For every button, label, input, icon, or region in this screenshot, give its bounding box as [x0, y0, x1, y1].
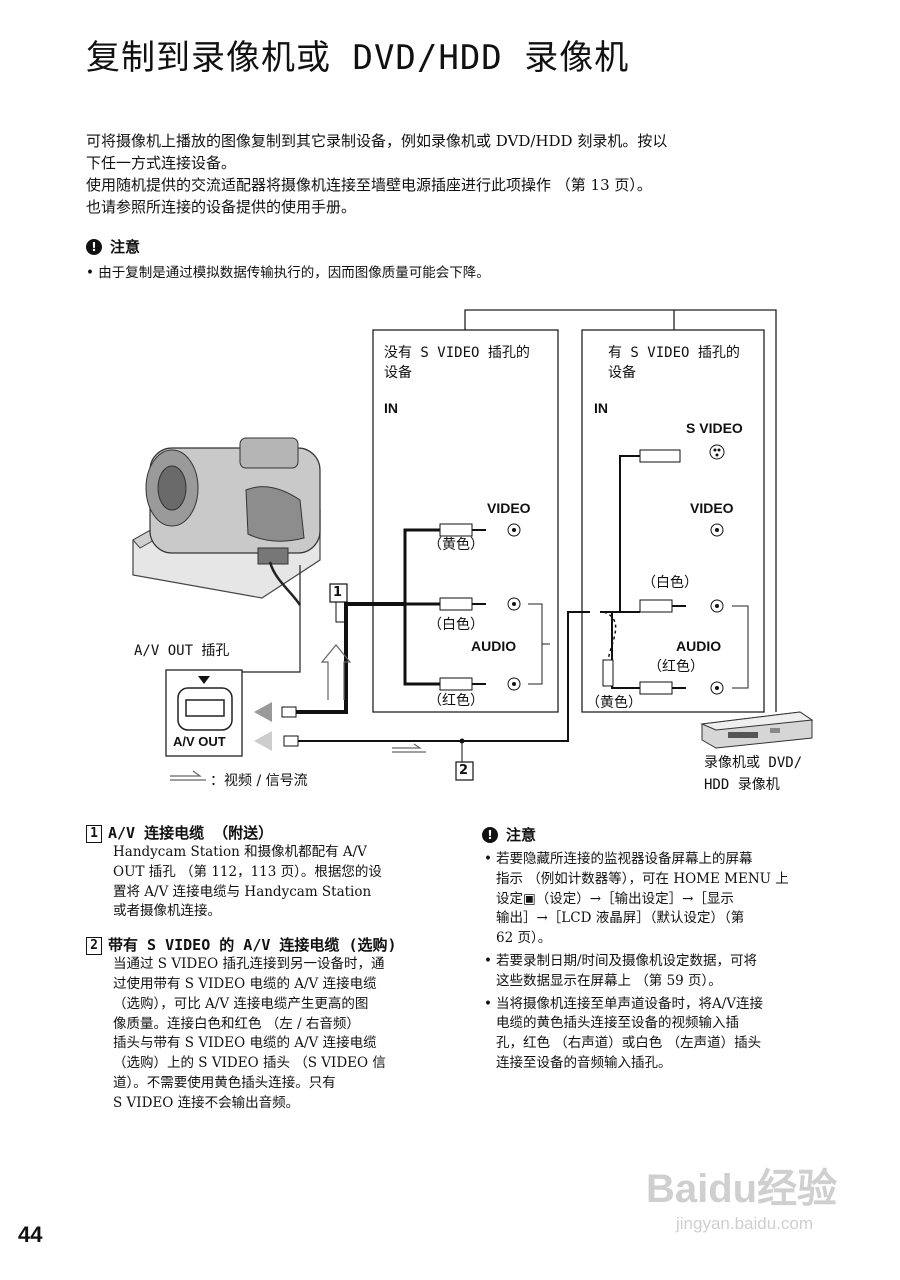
caution-note: 若要隐藏所连接的监视器设备屏幕上的屏幕 指示 （例如计数器等），可在 HOME … — [482, 850, 842, 949]
item-line: （选购）上的 S VIDEO 插头 （S VIDEO 信 — [113, 1055, 386, 1072]
intro-line: 使用随机提供的交流适配器将摄像机连接至墙壁电源插座进行此项操作 （第 13 页）… — [86, 176, 652, 194]
device-svideo-title2: 设备 — [608, 365, 636, 381]
marker-2: 2 — [459, 763, 469, 778]
av-out-jack-label: A/V OUT 插孔 — [134, 643, 230, 659]
label-audio-left: AUDIO — [471, 638, 517, 654]
caution-heading-text: 注意 — [110, 238, 141, 256]
item-number: 2 — [86, 936, 102, 955]
recorder-illustration — [700, 711, 814, 749]
item-line: 置将 A/V 连接电缆与 Handycam Station — [113, 883, 372, 900]
caution-heading-top: ! 注意 — [86, 236, 140, 257]
intro-line: 可将摄像机上播放的图像复制到其它录制设备，例如录像机或 DVD/HDD 刻录机。… — [86, 132, 668, 150]
note-line: 当将摄像机连接至单声道设备时，将A/V连接 — [496, 995, 764, 1012]
intro-paragraph: 可将摄像机上播放的图像复制到其它录制设备，例如录像机或 DVD/HDD 刻录机。… — [86, 130, 667, 218]
note-line: 输出］→［LCD 液晶屏］（默认设定）（第 — [496, 910, 745, 927]
recorder-label1: 录像机或 DVD/ — [704, 755, 803, 771]
note-line: 设定▣（设定）→［输出设定］→［显示 — [496, 890, 734, 907]
item-number: 1 — [86, 824, 102, 843]
device-svideo-in: IN — [594, 400, 608, 416]
note-line: 若要录制日期/时间及摄像机设定数据，可将 — [496, 952, 758, 969]
note-line: 连接至设备的音频输入插孔。 — [496, 1054, 672, 1071]
label-video-right: VIDEO — [690, 500, 734, 516]
item-1: 1 A/V 连接电缆 （附送） Handycam Station 和摄像机都配有 … — [86, 822, 446, 922]
label-yellow-left: （黄色） — [428, 537, 484, 553]
baidu-watermark: Baidu经验 jingyan.baidu.com — [646, 1156, 837, 1234]
item-line: 过使用带有 S VIDEO 电缆的 A/V 连接电缆 — [113, 975, 377, 992]
caution-bullet-top: • 由于复制是通过模拟数据传输执行的，因而图像质量可能会下降。 — [86, 265, 490, 281]
item-line: 像质量。连接白色和红色 （左 / 右音频） — [113, 1015, 360, 1032]
item-line: 或者摄像机连接。 — [113, 903, 221, 920]
intro-line: 也请参照所连接的设备提供的使用手册。 — [86, 198, 357, 216]
note-line: 62 页）。 — [496, 930, 552, 947]
note-line: 指示 （例如计数器等），可在 HOME MENU 上 — [496, 870, 789, 887]
label-red-left: （红色） — [428, 693, 484, 709]
device-no-svideo-in: IN — [384, 400, 398, 416]
caution-bullet-text: 由于复制是通过模拟数据传输执行的，因而图像质量可能会下降。 — [98, 265, 490, 281]
label-audio-right: AUDIO — [676, 638, 722, 654]
label-svideo: S VIDEO — [686, 420, 743, 436]
item-line: S VIDEO 连接不会输出音频。 — [113, 1094, 300, 1111]
note-line: 孔，红色 （右声道）或白色 （左声道）插头 — [496, 1035, 762, 1052]
device-box-svideo — [581, 329, 765, 713]
label-white-left: （白色） — [428, 617, 484, 633]
caution-note: 当将摄像机连接至单声道设备时，将A/V连接 电缆的黄色插头连接至设备的视频输入插… — [482, 995, 842, 1074]
item-line: 插头与带有 S VIDEO 电缆的 A/V 连接电缆 — [113, 1035, 377, 1052]
frame-line — [464, 309, 777, 712]
item-2: 2 带有 S VIDEO 的 A/V 连接电缆 (选购) 当通过 S VIDEO … — [86, 934, 446, 1113]
marker-1: 1 — [333, 585, 343, 600]
camcorder-illustration — [132, 437, 321, 606]
caution-heading-text: 注意 — [506, 826, 537, 844]
rca-plugs-right — [639, 599, 686, 695]
item-list: 1 A/V 连接电缆 （附送） Handycam Station 和摄像机都配有 … — [86, 822, 446, 1114]
caution-icon: ! — [482, 826, 498, 843]
item-line: 当通过 S VIDEO 插孔连接到另一设备时，通 — [113, 956, 385, 973]
item-line: 道）。不需要使用黄色插头连接。只有 — [113, 1074, 336, 1091]
note-line: 电缆的黄色插头连接至设备的视频输入插 — [496, 1015, 739, 1032]
av-out-panel-label: A/V OUT — [173, 734, 226, 749]
caution-note: 若要录制日期/时间及摄像机设定数据，可将 这些数据显示在屏幕上 （第 59 页）… — [482, 952, 842, 992]
item-heading: A/V 连接电缆 （附送） — [108, 824, 274, 842]
watermark-brand: Baidu经验 — [646, 1167, 838, 1211]
item-line: Handycam Station 和摄像机都配有 A/V — [113, 844, 367, 860]
intro-line: 下任一方式连接设备。 — [86, 154, 237, 172]
caution-icon: ! — [86, 238, 102, 255]
device-no-svideo-title1: 没有 S VIDEO 插孔的 — [384, 345, 530, 361]
recorder-label2: HDD 录像机 — [704, 777, 780, 793]
label-video-left: VIDEO — [487, 500, 531, 516]
av-out-panel — [165, 669, 243, 757]
rca-jacks-left — [507, 523, 521, 691]
item-line: （选购），可比 A/V 连接电缆产生更高的图 — [113, 995, 369, 1012]
device-box-no-svideo — [372, 329, 559, 713]
page-number: 44 — [18, 1222, 43, 1247]
caution-notes-right: 若要隐藏所连接的监视器设备屏幕上的屏幕 指示 （例如计数器等），可在 HOME … — [482, 850, 842, 1077]
jacks-right — [709, 444, 725, 695]
caution-heading-right: ! 注意 — [482, 824, 536, 845]
note-line: 若要隐藏所连接的监视器设备屏幕上的屏幕 — [496, 851, 753, 867]
rca-plugs-left — [439, 523, 486, 691]
label-white-right: （白色） — [642, 575, 698, 591]
label-red-right: （红色） — [648, 659, 704, 675]
device-no-svideo-title2: 设备 — [384, 365, 412, 381]
note-line: 这些数据显示在屏幕上 （第 59 页）。 — [496, 972, 722, 989]
page-title: 复制到录像机或 DVD/HDD 录像机 — [86, 38, 630, 78]
item-heading: 带有 S VIDEO 的 A/V 连接电缆 (选购) — [108, 936, 397, 955]
connection-diagram — [132, 309, 814, 781]
flow-legend-text: ：视频 / 信号流 — [210, 773, 308, 789]
item-line: OUT 插孔 （第 112，113 页）。根据您的设 — [113, 863, 382, 880]
device-svideo-title1: 有 S VIDEO 插孔的 — [608, 345, 740, 361]
watermark-url: jingyan.baidu.com — [676, 1214, 814, 1233]
label-yellow-right: （黄色） — [586, 695, 642, 711]
